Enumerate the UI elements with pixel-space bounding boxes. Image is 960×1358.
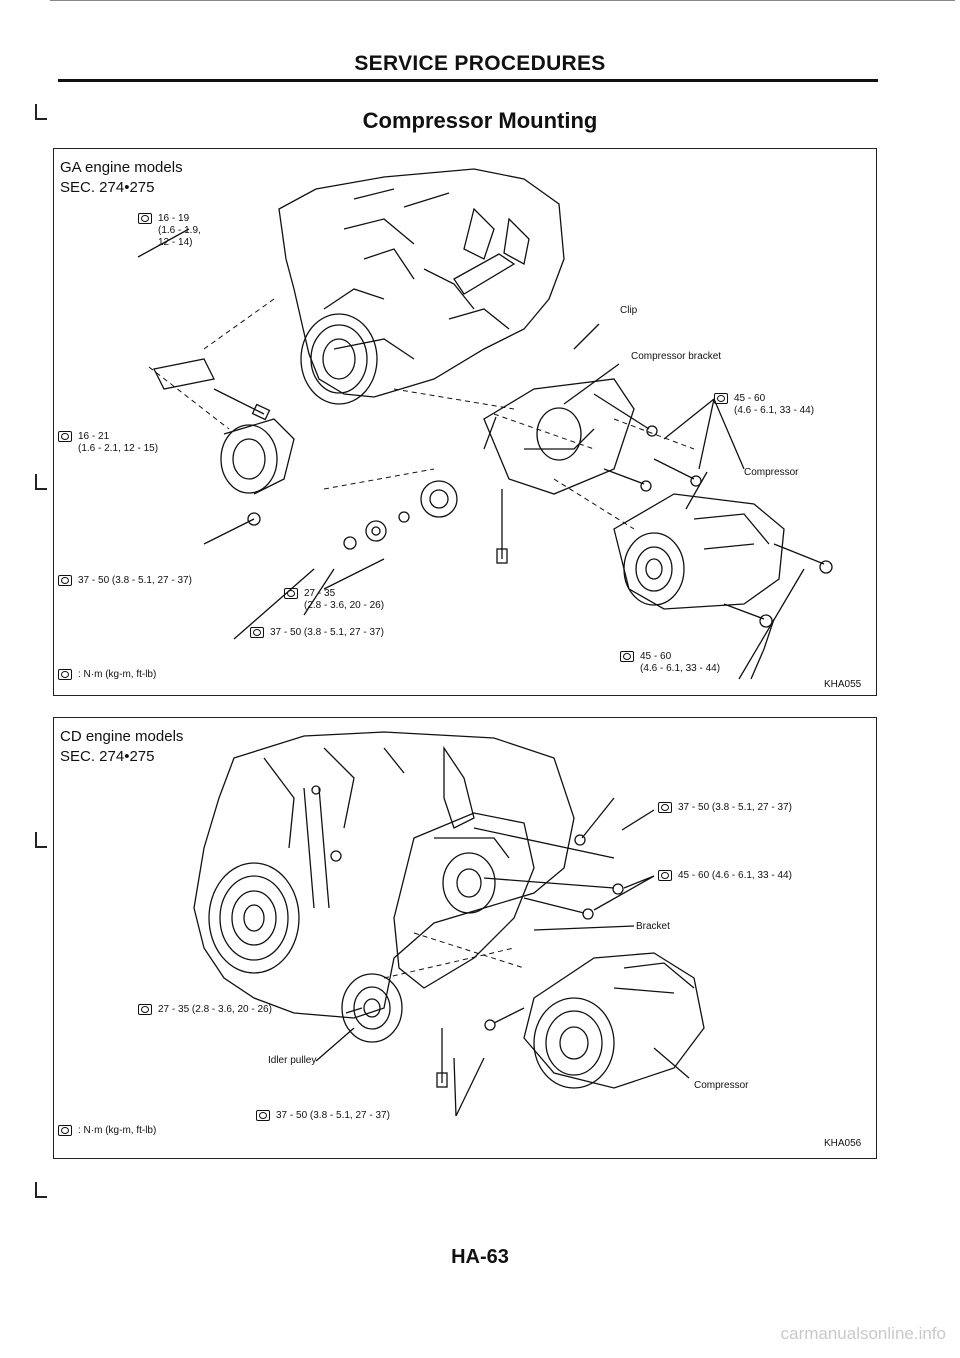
compressor-bracket-shape (483, 378, 635, 495)
cd-idler-label: Idler pulley (268, 1055, 317, 1066)
engine-block (193, 731, 575, 1019)
ga-mounting-diagram (137, 168, 833, 680)
compressor-body (523, 952, 705, 1089)
torque-wrench-icon (620, 651, 634, 662)
binding-mark (35, 1182, 47, 1198)
header-rule (58, 79, 878, 82)
torque-wrench-icon (58, 431, 72, 442)
torque-wrench-icon (256, 1110, 270, 1121)
cd-legend: : N·m (kg-m, ft-lb) (58, 1125, 156, 1137)
binding-mark (35, 104, 47, 120)
page-title: Compressor Mounting (362, 108, 598, 133)
cd-bracket-label: Bracket (636, 921, 670, 932)
binding-mark (35, 832, 47, 848)
ga-title-line2: SEC. 274•275 (60, 179, 155, 196)
ga-torque-1: 16 - 19 (1.6 - 1.9, 12 - 14) (138, 213, 201, 249)
watermark: carmanualsonline.info (780, 1324, 946, 1343)
torque-wrench-icon (658, 802, 672, 813)
cd-torque-2: 45 - 60 (4.6 - 6.1, 33 - 44) (658, 870, 792, 882)
bracket-shape (393, 812, 535, 989)
torque-wrench-icon (138, 213, 152, 224)
ga-compressor-label: Compressor (744, 467, 799, 478)
section-header: SERVICE PROCEDURES (354, 52, 606, 75)
torque-wrench-icon (58, 1125, 72, 1136)
torque-wrench-icon (658, 870, 672, 881)
ga-torque-5: 37 - 50 (3.8 - 5.1, 27 - 37) (250, 627, 384, 639)
ga-legend: : N·m (kg-m, ft-lb) (58, 669, 156, 681)
ga-torque-2: 16 - 21 (1.6 - 2.1, 12 - 15) (58, 431, 158, 455)
cd-torque-3: 27 - 35 (2.8 - 3.6, 20 - 26) (138, 1004, 272, 1016)
cd-title-line2: SEC. 274•275 (60, 748, 155, 765)
ga-figure-code: KHA055 (824, 679, 862, 690)
torque-wrench-icon (138, 1004, 152, 1015)
torque-wrench-icon (714, 393, 728, 404)
cd-title-line1: CD engine models (60, 728, 184, 745)
cd-engine-panel: CD engine models SEC. 274•275 37 - 50 (3… (53, 717, 877, 1159)
ga-title-line1: GA engine models (60, 159, 183, 176)
torque-wrench-icon (250, 627, 264, 638)
ga-torque-4: 27 - 35 (2.8 - 3.6, 20 - 26) (284, 588, 384, 612)
engine-block (278, 168, 565, 398)
cd-compressor-label: Compressor (694, 1080, 749, 1091)
torque-wrench-icon (284, 588, 298, 599)
cd-mounting-diagram (193, 731, 705, 1117)
torque-wrench-icon (58, 575, 72, 586)
binding-mark (35, 474, 47, 490)
cd-torque-1: 37 - 50 (3.8 - 5.1, 27 - 37) (658, 802, 792, 814)
ga-clip-label: Clip (620, 305, 638, 316)
compressor-body (613, 493, 785, 610)
ga-torque-3: 37 - 50 (3.8 - 5.1, 27 - 37) (58, 575, 192, 587)
top-scan-line (50, 0, 955, 1)
ga-torque-7: 45 - 60 (4.6 - 6.1, 33 - 44) (620, 651, 720, 675)
ga-engine-panel: GA engine models SEC. 274•275 16 - 19 (1… (53, 148, 877, 696)
cd-figure-code: KHA056 (824, 1138, 862, 1149)
ga-bracket-label: Compressor bracket (631, 351, 722, 362)
page-number: HA-63 (451, 1246, 509, 1268)
cd-torque-4: 37 - 50 (3.8 - 5.1, 27 - 37) (256, 1110, 390, 1122)
torque-wrench-icon (58, 669, 72, 680)
ga-torque-6: 45 - 60 (4.6 - 6.1, 33 - 44) (714, 393, 814, 417)
